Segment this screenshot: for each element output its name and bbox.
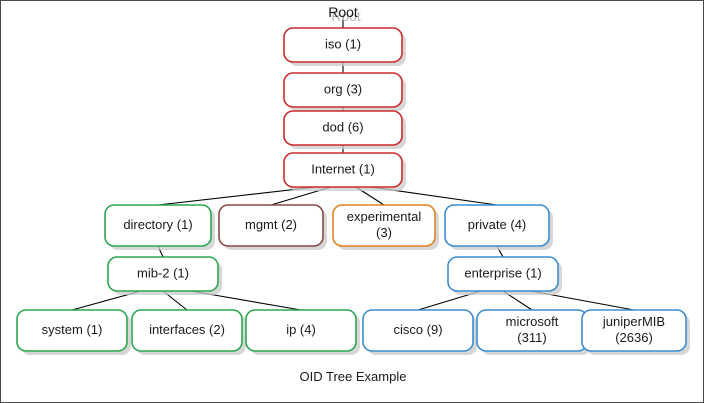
node-label-internet: Internet (1) — [311, 161, 375, 176]
node-label-directory: directory (1) — [123, 217, 192, 232]
node-box-private[interactable] — [444, 204, 550, 247]
node-label-system: system (1) — [42, 322, 103, 337]
edge-internet-to-directory — [157, 186, 317, 206]
node-box-interfaces[interactable] — [131, 309, 243, 352]
node-label-org: org (3) — [324, 81, 362, 96]
node-box-experimental[interactable] — [332, 204, 436, 247]
node-label-experimental: experimental — [347, 209, 422, 224]
nodes-layer — [16, 27, 687, 352]
labels-layer: iso (1) org (3) dod (6) Internet (1) directo… — [42, 4, 665, 384]
node-label-cisco: cisco (9) — [393, 322, 442, 337]
root-label: Root — [328, 4, 358, 20]
root-label-shadow: Root — [331, 8, 361, 24]
node-box-directory[interactable] — [104, 204, 212, 247]
node-box-org[interactable] — [283, 72, 403, 108]
node-label-ip: ip (4) — [286, 322, 316, 337]
node-label-interfaces: interfaces (2) — [149, 322, 225, 337]
node-box-mib2[interactable] — [107, 256, 219, 292]
node-label-iso: iso (1) — [325, 36, 361, 51]
node-label-microsoft: microsoft — [506, 314, 559, 329]
node-box-juniper[interactable] — [581, 309, 687, 352]
node-label-mgmt: mgmt (2) — [245, 217, 297, 232]
node-label-private: private (4) — [468, 217, 527, 232]
node-label-experimental: (3) — [376, 225, 392, 240]
node-box-ip[interactable] — [245, 309, 357, 352]
node-box-internet[interactable] — [283, 152, 403, 188]
node-box-system[interactable] — [16, 309, 128, 352]
node-box-enterprise[interactable] — [447, 256, 559, 292]
node-box-cisco[interactable] — [362, 309, 474, 352]
node-box-mgmt[interactable] — [218, 204, 324, 247]
node-label-dod: dod (6) — [322, 119, 363, 134]
node-label-mib2: mib-2 (1) — [137, 265, 189, 280]
node-label-juniper: juniperMIB — [602, 314, 665, 329]
node-label-microsoft: (311) — [517, 330, 546, 345]
diagram-caption: OID Tree Example — [300, 369, 407, 384]
node-box-dod[interactable] — [283, 110, 403, 146]
node-label-juniper: (2636) — [615, 330, 653, 345]
node-box-iso[interactable] — [283, 27, 403, 63]
node-label-enterprise: enterprise (1) — [464, 265, 541, 280]
